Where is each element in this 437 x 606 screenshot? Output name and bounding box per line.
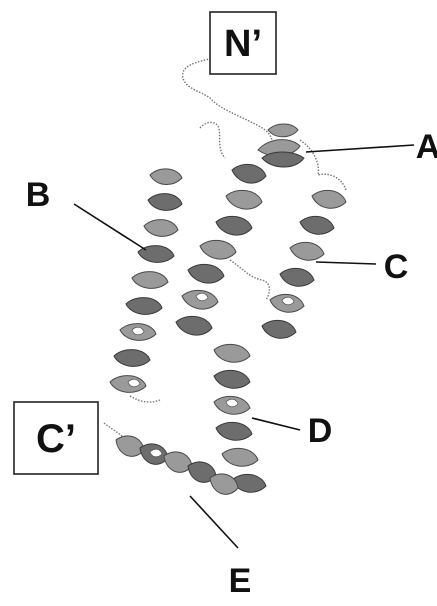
leader-e (190, 496, 238, 548)
loop-bottom (130, 396, 160, 402)
leader-c (316, 262, 376, 264)
helix-e (116, 436, 238, 494)
n-terminus-label: N’ (210, 12, 276, 74)
loop-c-prime (104, 423, 124, 438)
loop-a-c (300, 140, 346, 190)
leader-d (252, 418, 300, 430)
helix-d (214, 344, 266, 492)
helix-e-label: E (229, 562, 252, 600)
n-terminus-text: N’ (224, 23, 262, 65)
helix-c (262, 190, 346, 338)
c-terminus-label: C’ (14, 402, 98, 474)
helix-a (258, 124, 304, 167)
helix-c-label: C (384, 248, 409, 286)
helix-central (176, 164, 266, 335)
c-terminus-text: C’ (36, 417, 76, 461)
helix-b-label: B (26, 176, 51, 214)
loop-mid (230, 260, 269, 300)
loop-b-top (200, 122, 225, 158)
helix-a-label: A (416, 128, 437, 166)
helix-b (110, 169, 182, 393)
leader-a (306, 145, 414, 152)
leader-b (74, 204, 146, 250)
helix-d-label: D (308, 412, 333, 450)
